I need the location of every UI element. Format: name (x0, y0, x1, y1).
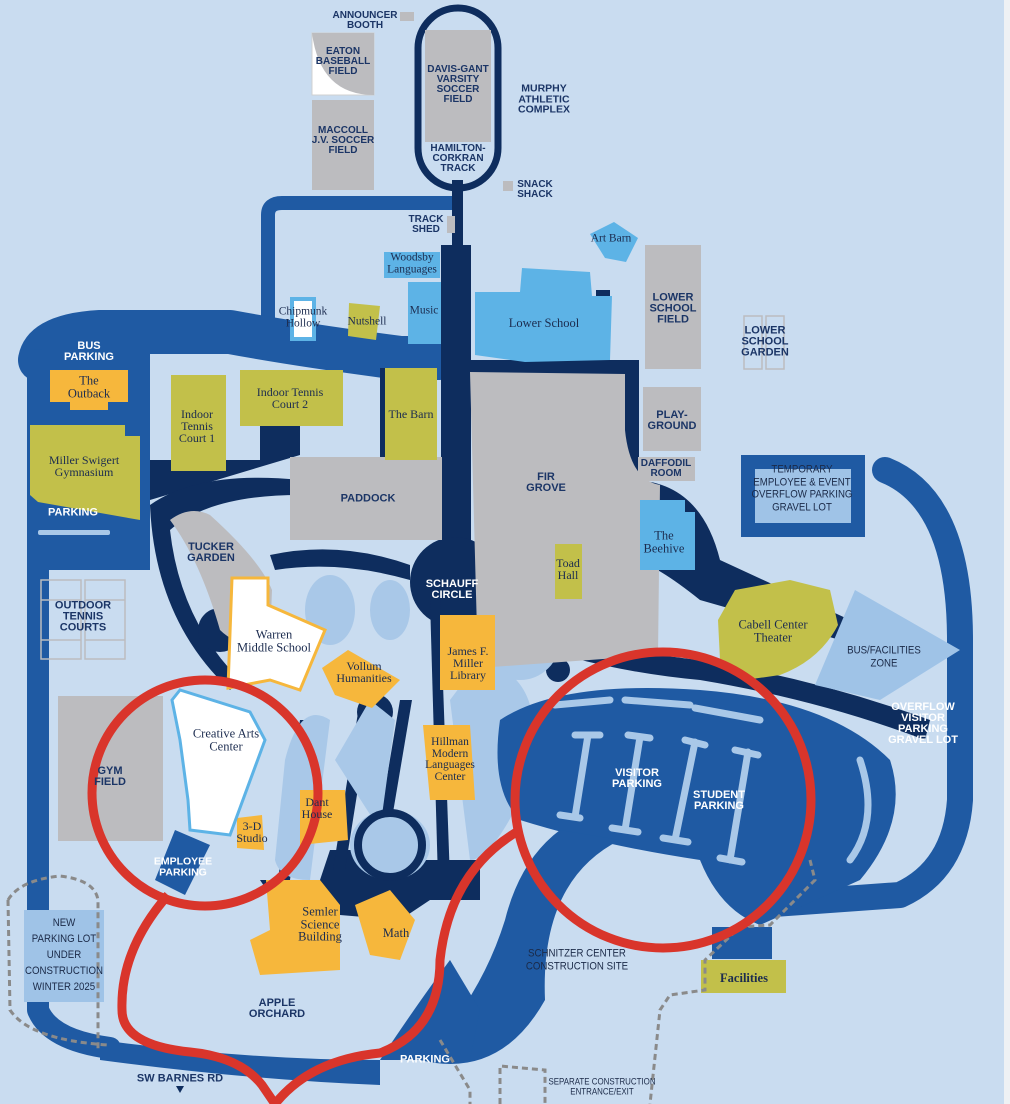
highlight-rings (87, 647, 816, 1104)
label-student-parking[interactable]: STUDENT PARKING (693, 789, 745, 812)
label-tucker-garden[interactable]: TUCKER GARDEN (187, 541, 235, 564)
label-track[interactable]: HAMILTON- CORKRAN TRACK (430, 143, 486, 174)
label-construction-entrance[interactable]: SEPARATE CONSTRUCTION ENTRANCE/EXIT (548, 1076, 656, 1097)
label-parking-west[interactable]: PARKING (48, 506, 98, 519)
label-the-barn[interactable]: The Barn (388, 407, 434, 421)
label-visitor-parking[interactable]: VISITOR PARKING (612, 767, 662, 790)
label-parking-south[interactable]: PARKING (400, 1053, 450, 1066)
scroll-edge (1004, 0, 1010, 1104)
label-hillman[interactable]: Hillman Modern Languages Center (425, 736, 475, 783)
label-warren[interactable]: Warren Middle School (237, 627, 311, 654)
tennis-courts (40, 579, 126, 660)
label-chipmunk[interactable]: Chipmunk Hollow (278, 305, 328, 329)
label-overflow-visitor[interactable]: OVERFLOW VISITOR PARKING GRAVEL LOT (888, 701, 958, 746)
label-schnitzer-site[interactable]: SCHNITZER CENTER CONSTRUCTION SITE (525, 947, 629, 972)
label-announcer-booth: ANNOUNCER BOOTH (332, 10, 398, 31)
label-facilities[interactable]: Facilities (720, 970, 768, 985)
label-dant-house[interactable]: Dant House (301, 795, 333, 821)
label-temp-parking[interactable]: TEMPORARY EMPLOYEE & EVENT OVERFLOW PARK… (751, 463, 853, 514)
label-vollum[interactable]: Vollum Humanities (336, 659, 392, 685)
label-lower-school-field[interactable]: LOWER SCHOOL FIELD (649, 291, 697, 326)
label-bus-parking[interactable]: BUS PARKING (64, 340, 114, 363)
label-track-shed[interactable]: TRACK SHED (408, 214, 444, 235)
label-toad-hall[interactable]: Toad Hall (556, 556, 580, 582)
label-employee-parking[interactable]: EMPLOYEE PARKING (153, 855, 213, 878)
label-indoor-tennis-1[interactable]: Indoor Tennis Court 1 (178, 407, 216, 445)
label-music[interactable]: Music (409, 304, 439, 317)
label-creative-arts[interactable]: Creative Arts Center (192, 726, 260, 753)
label-barnes-rd[interactable]: SW BARNES RD (136, 1072, 224, 1085)
label-library[interactable]: James F. Miller Library (447, 644, 489, 682)
label-apple-orchard[interactable]: APPLE ORCHARD (248, 997, 306, 1020)
gray-zones (58, 245, 785, 841)
label-new-parking-lot[interactable]: NEW PARKING LOT UNDER CONSTRUCTION WINTE… (25, 917, 103, 993)
label-fir-grove[interactable]: FIR GROVE (526, 471, 566, 494)
sky-buildings (290, 222, 695, 570)
label-bus-facilities[interactable]: BUS/FACILITIES ZONE (847, 644, 921, 669)
label-lower-school[interactable]: Lower School (508, 315, 580, 330)
label-daffodil-room[interactable]: DAFFODIL ROOM (640, 458, 692, 479)
outer-road (18, 196, 973, 1059)
label-playground[interactable]: PLAY- GROUND (647, 409, 697, 432)
label-davis-gant-field[interactable]: DAVIS-GANT VARSITY SOCCER FIELD (427, 64, 489, 105)
label-woodsby[interactable]: Woodsby Languages (387, 251, 437, 275)
label-maccoll-field[interactable]: MACCOLL J.V. SOCCER FIELD (311, 125, 375, 156)
label-indoor-tennis-2[interactable]: Indoor Tennis Court 2 (256, 385, 324, 411)
label-beehive[interactable]: The Beehive (643, 528, 685, 555)
label-miller-gym[interactable]: Miller Swigert Gymnasium (48, 453, 120, 479)
label-snack-shack[interactable]: SNACK SHACK (517, 179, 553, 200)
label-3d-studio[interactable]: 3-D Studio (236, 819, 268, 845)
yellow-buildings (50, 370, 495, 975)
label-art-barn[interactable]: Art Barn (590, 232, 632, 245)
label-cabell[interactable]: Cabell Center Theater (738, 617, 808, 644)
parking-rows (551, 696, 872, 866)
label-semler[interactable]: Semler Science Building (298, 904, 342, 944)
label-outback[interactable]: The Outback (67, 373, 111, 400)
label-paddock[interactable]: PADDOCK (340, 492, 396, 505)
bus-facilities-zone (815, 590, 960, 700)
label-schauff-circle[interactable]: SCHAUFF CIRCLE (425, 578, 479, 601)
temp-parking-zone (741, 455, 865, 537)
label-eaton-field[interactable]: EATON BASEBALL FIELD (315, 46, 371, 77)
label-gym-field[interactable]: GYM FIELD (94, 765, 126, 788)
label-math[interactable]: Math (382, 925, 410, 940)
olive-buildings (30, 303, 838, 993)
creative-arts-building (170, 688, 267, 837)
label-murphy-complex: MURPHY ATHLETIC COMPLEX (518, 82, 570, 116)
athletic-fields (311, 4, 513, 233)
label-lower-school-garden[interactable]: LOWER SCHOOL GARDEN (741, 324, 789, 359)
label-outdoor-tennis[interactable]: OUTDOOR TENNIS COURTS (54, 599, 112, 634)
label-nutshell[interactable]: Nutshell (347, 315, 387, 328)
